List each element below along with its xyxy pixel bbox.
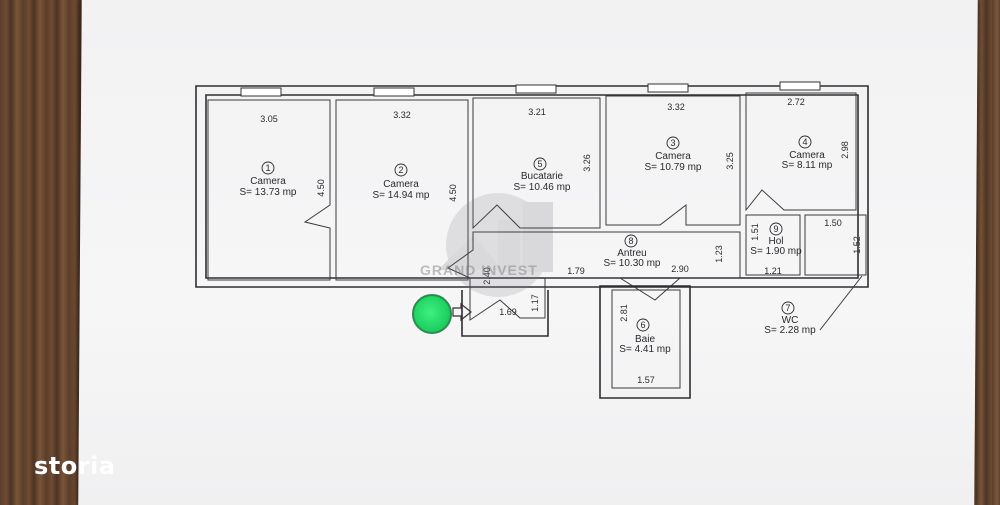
room-1-name: Camera — [250, 176, 286, 187]
room-5-number-circle — [533, 157, 547, 171]
wood-background-left — [0, 0, 92, 505]
room-4-number: 4 — [802, 137, 807, 147]
room-9-name: Hol — [768, 236, 783, 247]
room-6-outline — [611, 289, 681, 389]
room-2-outline — [335, 99, 469, 281]
room-9-number: 9 — [773, 224, 778, 234]
entrance-wall — [461, 290, 549, 337]
room-8-area: S= 10.30 mp — [604, 258, 661, 269]
room-3-name: Camera — [655, 151, 691, 162]
room-5-name: Bucatarie — [521, 171, 564, 182]
dim-r3-width: 3.32 — [667, 102, 685, 112]
window — [240, 87, 282, 97]
room-4-name: Camera — [789, 150, 825, 161]
room-9-number-circle — [769, 222, 783, 236]
outer-wall-inner — [205, 94, 859, 279]
dim-r5-width: 3.21 — [528, 107, 546, 117]
room-3-number: 3 — [670, 138, 675, 148]
entrance-arrow-icon — [452, 303, 472, 321]
room-8-number-circle — [624, 234, 638, 248]
dim-antreu-c: 2.90 — [671, 264, 689, 274]
room-4-number-circle — [798, 135, 812, 149]
dim-r2-width: 3.32 — [393, 110, 411, 120]
room-4-area: S= 8.11 mp — [782, 160, 833, 171]
dim-r4-depth: 2.98 — [840, 141, 850, 159]
room-1-area: S= 13.73 mp — [240, 187, 297, 198]
entrance-marker — [412, 294, 452, 334]
room-6-area: S= 4.41 mp — [619, 344, 671, 355]
dim-r2-depth: 4.50 — [448, 184, 458, 202]
dim-antreu-a: 2.40 — [482, 267, 492, 285]
room-8-outline — [447, 231, 741, 321]
room-6-name: Baie — [635, 334, 655, 345]
room-1-number: 1 — [265, 163, 270, 173]
room-2-number: 2 — [398, 165, 403, 175]
room-5-number: 5 — [537, 159, 542, 169]
watermark-building-icon — [438, 193, 553, 297]
dim-r1-depth: 4.50 — [316, 179, 326, 197]
room-7-number: 7 — [785, 303, 790, 313]
room-6-number: 6 — [640, 320, 645, 330]
room-2-number-circle — [394, 163, 408, 177]
room-4-outline — [745, 92, 857, 212]
room-wc-outline — [804, 214, 867, 276]
room-5-outline — [472, 97, 601, 230]
watermark-text: GRAND INVEST — [420, 262, 538, 278]
dim-r4-width: 2.72 — [787, 97, 805, 107]
room-7-number-circle — [781, 301, 795, 315]
room-8-name: Antreu — [617, 248, 646, 259]
outer-wall — [195, 85, 869, 288]
dim-r3-depth: 3.25 — [725, 152, 735, 170]
room-3-number-circle — [666, 136, 680, 150]
window — [373, 87, 415, 97]
room-2-area: S= 14.94 mp — [373, 190, 430, 201]
room-3-area: S= 10.79 mp — [645, 162, 702, 173]
dim-wc-a: 1.50 — [824, 218, 842, 228]
room-9-outline — [745, 214, 801, 276]
dim-antreu-e: 1.17 — [530, 294, 540, 312]
bath-wall — [599, 285, 691, 399]
wc-leader-line — [819, 275, 863, 331]
window — [779, 81, 821, 91]
room-8-number: 8 — [628, 236, 633, 246]
storia-logo: storia — [34, 452, 116, 480]
room-2-name: Camera — [383, 179, 419, 190]
room-9-area: S= 1.90 mp — [750, 246, 802, 257]
dim-antreu-b: 1.79 — [567, 266, 585, 276]
dim-baie-a: 2.81 — [619, 304, 629, 322]
dim-antreu-f: 1.69 — [499, 307, 517, 317]
dim-hol-a: 1.51 — [750, 223, 760, 241]
window — [647, 83, 689, 93]
room-6-number-circle — [636, 318, 650, 332]
room-1-outline — [207, 99, 331, 281]
dim-r5-depth: 3.26 — [582, 154, 592, 172]
dim-antreu-d: 1.23 — [714, 245, 724, 263]
dim-wc-b: 1.52 — [852, 236, 862, 254]
room-5-area: S= 10.46 mp — [514, 182, 571, 193]
dim-r1-width: 3.05 — [260, 114, 278, 124]
window — [515, 84, 557, 94]
dim-hol-b: 1.21 — [764, 266, 782, 276]
dim-baie-b: 1.57 — [637, 375, 655, 385]
room-1-number-circle — [261, 161, 275, 175]
room-7-name: WC — [782, 315, 799, 326]
room-3-outline — [605, 95, 741, 226]
room-7-area: S= 2.28 mp — [764, 325, 816, 336]
